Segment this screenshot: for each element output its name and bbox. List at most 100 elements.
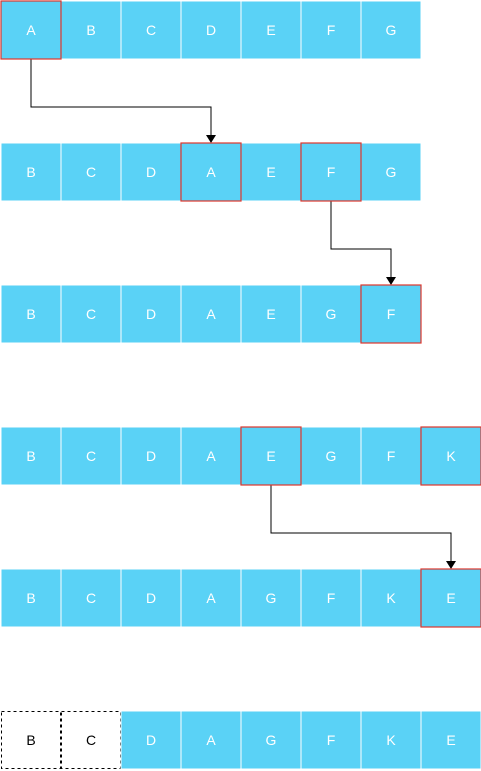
cell-label: F	[387, 306, 396, 322]
cell-label: C	[86, 306, 96, 322]
cell-f: F	[300, 142, 362, 202]
cell-b: B	[0, 426, 62, 486]
cell-box	[0, 426, 62, 486]
cell-box	[60, 568, 122, 628]
cell-f: F	[300, 568, 362, 628]
cell-k: K	[360, 568, 422, 628]
cell-label: K	[446, 448, 456, 464]
cell-box	[420, 426, 481, 486]
cell-d: D	[120, 568, 182, 628]
cell-label: D	[146, 590, 156, 606]
cell-d: D	[120, 710, 182, 770]
highlight-border	[180, 142, 242, 202]
cell-label: B	[26, 448, 35, 464]
cell-a: A	[0, 0, 62, 60]
arrows-layer	[30, 59, 456, 569]
cell-d: D	[120, 142, 182, 202]
removed-cell-box	[61, 711, 121, 769]
cell-box	[240, 0, 302, 60]
cell-c: C	[61, 711, 121, 769]
cell-c: C	[60, 568, 122, 628]
cell-label: C	[86, 590, 96, 606]
cell-box	[120, 0, 182, 60]
cell-e: E	[240, 0, 302, 60]
cell-label: A	[206, 732, 216, 748]
cell-label: A	[206, 306, 216, 322]
cell-label: B	[86, 22, 95, 38]
cell-k: K	[420, 426, 481, 486]
cell-box	[0, 284, 62, 344]
cell-label: D	[146, 448, 156, 464]
cell-box	[300, 426, 362, 486]
cell-label: C	[86, 448, 96, 464]
cell-label: G	[386, 22, 397, 38]
move-arrow-3	[270, 485, 456, 569]
cell-label: E	[446, 590, 455, 606]
cell-box	[360, 710, 422, 770]
cell-b: B	[0, 284, 62, 344]
cell-e: E	[420, 568, 481, 628]
cell-box	[300, 284, 362, 344]
cell-box	[120, 142, 182, 202]
cell-f: F	[300, 0, 362, 60]
cell-label: B	[26, 590, 35, 606]
highlight-border	[360, 284, 422, 344]
cell-label: A	[206, 590, 216, 606]
cell-box	[60, 142, 122, 202]
cell-box	[0, 142, 62, 202]
highlight-border	[420, 426, 481, 486]
cell-label: C	[146, 22, 156, 38]
cell-g: G	[300, 426, 362, 486]
cell-label: B	[26, 306, 35, 322]
cell-label: E	[266, 448, 275, 464]
cell-label: G	[266, 732, 277, 748]
cell-b: B	[0, 142, 62, 202]
cell-b: B	[60, 0, 122, 60]
cell-label: F	[327, 732, 336, 748]
cell-a: A	[180, 284, 242, 344]
cell-label: C	[86, 164, 96, 180]
cell-f: F	[300, 710, 362, 770]
highlight-border	[420, 568, 481, 628]
highlight-border	[240, 426, 302, 486]
cell-label: E	[266, 306, 275, 322]
cell-label: F	[387, 448, 396, 464]
cell-a: A	[180, 426, 242, 486]
cell-c: C	[60, 284, 122, 344]
cell-k: K	[360, 710, 422, 770]
move-arrow-1	[30, 59, 216, 143]
cell-label: B	[26, 732, 35, 748]
cell-e: E	[240, 426, 302, 486]
cell-box	[300, 142, 362, 202]
cell-e: E	[420, 710, 481, 770]
cell-label: B	[26, 164, 35, 180]
cell-d: D	[120, 284, 182, 344]
cell-box	[420, 710, 481, 770]
cell-box	[60, 284, 122, 344]
cell-box	[0, 568, 62, 628]
cell-box	[120, 426, 182, 486]
cell-d: D	[180, 0, 242, 60]
cell-f: F	[360, 284, 422, 344]
cell-c: C	[60, 142, 122, 202]
highlight-border	[0, 0, 62, 60]
cell-box	[360, 426, 422, 486]
highlight-layer	[0, 0, 481, 628]
cell-g: G	[240, 568, 302, 628]
cell-label: D	[146, 306, 156, 322]
cell-label: A	[26, 22, 36, 38]
cell-box	[180, 426, 242, 486]
cell-label: D	[146, 164, 156, 180]
cell-label: F	[327, 22, 336, 38]
cell-box	[180, 710, 242, 770]
cell-b: B	[1, 711, 61, 769]
cell-g: G	[360, 142, 422, 202]
move-arrow-2	[330, 201, 396, 285]
cell-e: E	[240, 142, 302, 202]
